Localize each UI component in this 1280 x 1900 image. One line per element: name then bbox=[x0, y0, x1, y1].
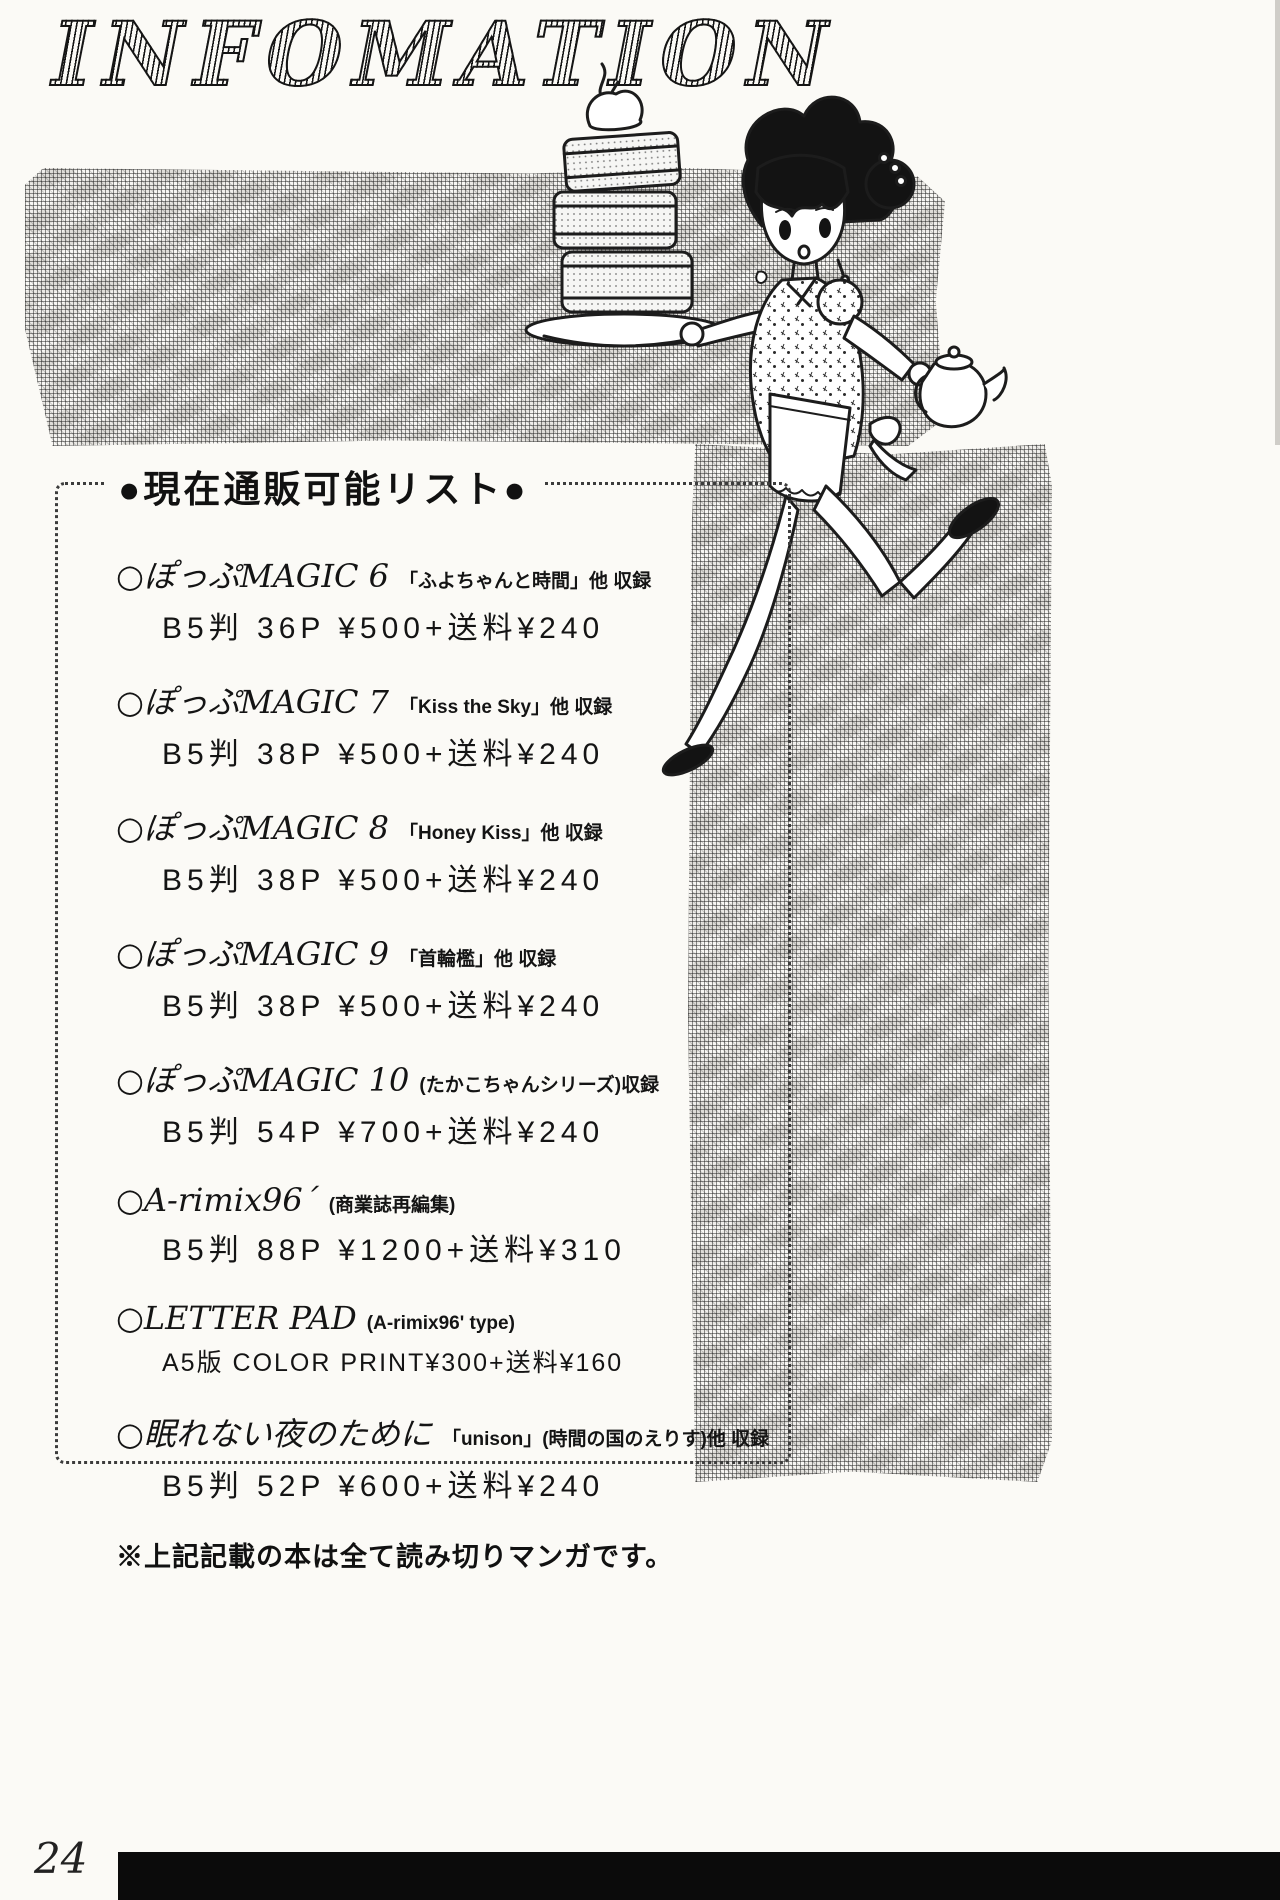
item-detail: B5判 88P ¥1200+送料¥310 bbox=[162, 1234, 626, 1267]
item-detail: B5判 38P ¥500+送料¥240 bbox=[162, 864, 605, 897]
item-title: ○ぽっぷMAGIC 7「Kiss the Sky」他 収録 bbox=[116, 683, 613, 721]
catalog-item: ○ぽっぷMAGIC 7「Kiss the Sky」他 収録 B5判 38P ¥5… bbox=[116, 677, 768, 773]
item-detail: B5判 36P ¥500+送料¥240 bbox=[162, 612, 605, 645]
item-subtitle: 「Kiss the Sky」他 収録 bbox=[399, 697, 613, 718]
item-subtitle: 「首輪檻」他 収録 bbox=[399, 949, 557, 970]
item-subtitle: (商業誌再編集) bbox=[328, 1195, 456, 1216]
page-title: INFOMATION bbox=[51, 1, 838, 107]
item-title: ○ぽっぷMAGIC 10(たかこちゃんシリーズ)収録 bbox=[116, 1061, 660, 1099]
catalog-item: ○ぽっぷMAGIC 9「首輪檻」他 収録 B5判 38P ¥500+送料¥240 bbox=[116, 929, 768, 1025]
mail-order-list-box: ●現在通販可能リスト● ○ぽっぷMAGIC 6「ふよちゃんと時間」他 収録 B5… bbox=[55, 459, 791, 1572]
catalog-item: ○ぽっぷMAGIC 8「Honey Kiss」他 収録 B5判 38P ¥500… bbox=[116, 803, 768, 899]
catalog-item: ○ぽっぷMAGIC 10(たかこちゃんシリーズ)収録 B5判 54P ¥700+… bbox=[116, 1055, 768, 1151]
item-title: ○ぽっぷMAGIC 9「首輪檻」他 収録 bbox=[116, 935, 557, 973]
list-footnote: ※上記記載の本は全て読み切りマンガです。 bbox=[116, 1542, 674, 1572]
item-title: ○ぽっぷMAGIC 8「Honey Kiss」他 収録 bbox=[116, 809, 603, 847]
catalog-item: ○A-rimix96´(商業誌再編集) B5判 88P ¥1200+送料¥310 bbox=[116, 1181, 768, 1269]
item-detail: B5判 38P ¥500+送料¥240 bbox=[162, 990, 605, 1023]
page-number: 24 bbox=[34, 1834, 88, 1883]
scan-edge-artifact bbox=[1275, 0, 1280, 445]
item-subtitle: (たかこちゃんシリーズ)収録 bbox=[419, 1075, 660, 1096]
item-detail: B5判 54P ¥700+送料¥240 bbox=[162, 1116, 605, 1149]
item-title: ○眠れない夜のために「unison」(時間の国のえりす)他 収録 bbox=[116, 1415, 770, 1453]
item-detail: B5判 52P ¥600+送料¥240 bbox=[162, 1470, 605, 1503]
item-subtitle: 「ふよちゃんと時間」他 収録 bbox=[399, 571, 652, 592]
item-subtitle: 「Honey Kiss」他 収録 bbox=[399, 823, 603, 844]
item-title: ○A-rimix96´(商業誌再編集) bbox=[116, 1181, 456, 1219]
item-subtitle: (A-rimix96' type) bbox=[366, 1313, 515, 1334]
catalog-item: ○LETTER PAD(A-rimix96' type) A5版 COLOR P… bbox=[116, 1299, 768, 1379]
footer-black-bar bbox=[118, 1852, 1280, 1900]
item-detail: A5版 COLOR PRINT¥300+送料¥160 bbox=[162, 1349, 624, 1377]
item-subtitle: 「unison」(時間の国のえりす)他 収録 bbox=[441, 1429, 770, 1450]
screentone-top-band bbox=[25, 168, 945, 446]
item-detail: B5判 38P ¥500+送料¥240 bbox=[162, 738, 605, 771]
item-title: ○ぽっぷMAGIC 6「ふよちゃんと時間」他 収録 bbox=[116, 557, 652, 595]
list-header: ●現在通販可能リスト● bbox=[104, 459, 543, 513]
catalog-item: ○眠れない夜のために「unison」(時間の国のえりす)他 収録 B5判 52P… bbox=[116, 1409, 770, 1505]
item-title: ○LETTER PAD(A-rimix96' type) bbox=[116, 1299, 515, 1337]
catalog-item: ○ぽっぷMAGIC 6「ふよちゃんと時間」他 収録 B5判 36P ¥500+送… bbox=[116, 551, 768, 647]
